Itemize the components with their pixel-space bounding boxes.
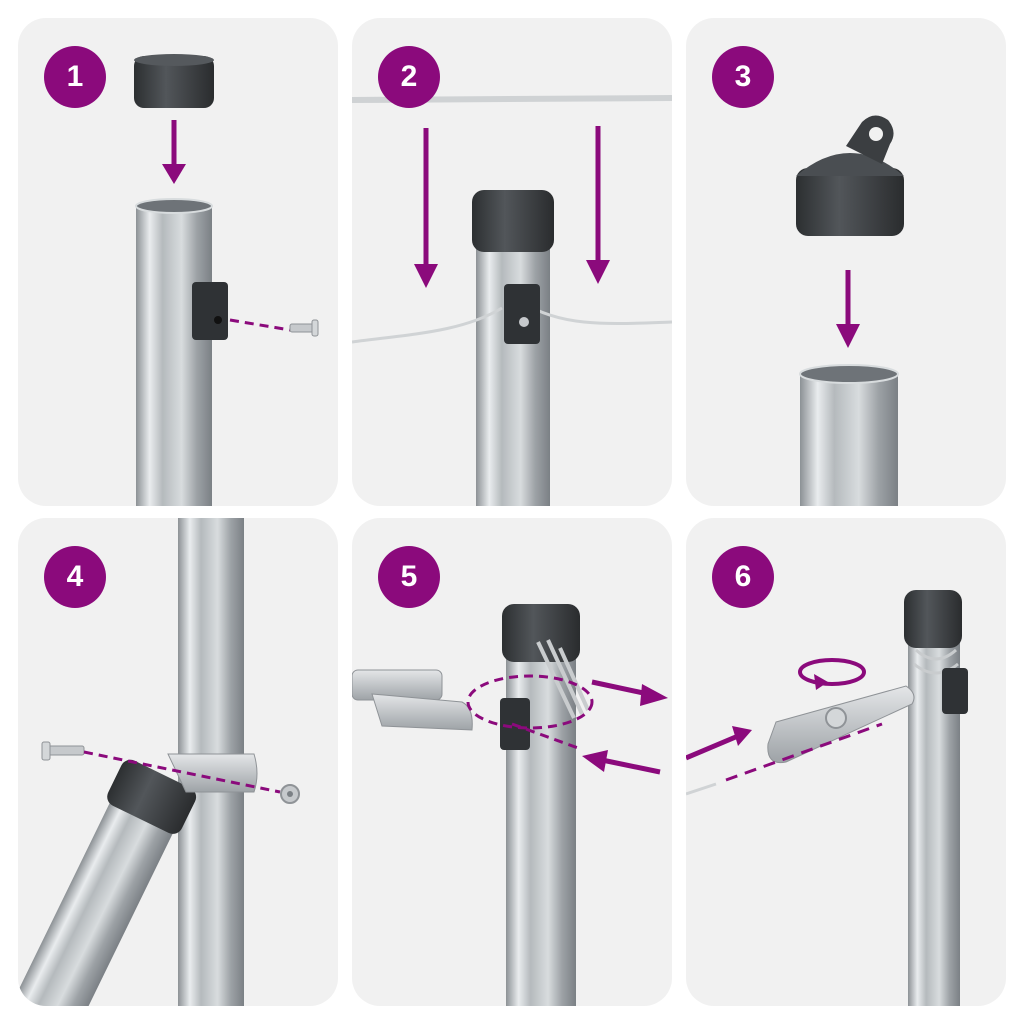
tensioner-bolt	[825, 707, 847, 729]
bolt-head	[41, 741, 51, 761]
clip-bracket	[504, 284, 540, 344]
dashed-guide	[83, 750, 281, 794]
arrow-head	[836, 324, 860, 348]
step-number-badge: 4	[44, 546, 106, 608]
step-number-badge: 1	[44, 46, 106, 108]
rotate-arrow-head	[814, 674, 828, 690]
pole	[476, 238, 550, 506]
dashed-loop	[466, 674, 594, 730]
arrow-back	[601, 757, 661, 775]
step-6-illustration	[686, 590, 968, 1006]
dashed-return	[511, 722, 579, 750]
eyelet-cap-body	[796, 168, 904, 236]
step-5-panel: 5	[352, 518, 672, 1006]
screw-head	[311, 319, 319, 337]
end-cap	[472, 190, 554, 252]
step-3-panel: 3	[686, 18, 1006, 506]
eyelet-hole	[869, 127, 883, 141]
step-2-panel: 2	[352, 18, 672, 506]
step-1-panel: 1	[18, 18, 338, 506]
pole-opening	[799, 364, 899, 384]
arrow-in	[686, 733, 739, 761]
arrow-back-head	[582, 750, 608, 772]
pole-opening	[135, 198, 213, 214]
clip-screw	[519, 317, 529, 327]
dashed-guide	[725, 722, 883, 782]
eyelet-tab	[846, 115, 894, 164]
dashed-guide	[229, 318, 291, 332]
brace-pole	[18, 759, 197, 1006]
eyelet-cap-dome	[796, 153, 904, 176]
bolt	[47, 745, 85, 756]
clip-hole	[214, 316, 222, 324]
arrow-in-head	[732, 726, 752, 746]
clip-bracket	[192, 282, 228, 340]
screw	[289, 323, 315, 333]
tensioner-bar	[352, 669, 443, 701]
tensioner-plate	[371, 693, 473, 731]
arrow-right-head	[586, 260, 610, 284]
clip-bracket	[942, 668, 968, 714]
step-number-badge: 6	[712, 546, 774, 608]
nut-hole	[287, 791, 293, 797]
step-6-panel: 6	[686, 518, 1006, 1006]
step-3-illustration	[796, 115, 904, 506]
step-1-illustration	[134, 54, 319, 506]
end-cap-top	[134, 54, 214, 66]
step-2-illustration	[352, 95, 672, 506]
spring-pin	[536, 639, 590, 719]
arrow-out-head	[640, 684, 668, 706]
spring-wire	[913, 648, 959, 675]
pole	[506, 638, 576, 1006]
step-number-badge: 3	[712, 46, 774, 108]
pole	[800, 374, 898, 506]
end-cap	[502, 604, 580, 662]
rotate-arrow	[798, 658, 866, 686]
step-4-panel: 4	[18, 518, 338, 1006]
step-number-badge: 2	[378, 46, 440, 108]
step-4-illustration	[18, 518, 300, 1006]
arrow-head	[162, 164, 186, 184]
arrow-left-head	[414, 264, 438, 288]
end-cap	[134, 56, 214, 108]
step-number-badge: 5	[378, 546, 440, 608]
end-cap	[904, 590, 962, 648]
arrow-out	[591, 679, 649, 697]
tension-wire	[686, 782, 717, 796]
step-5-illustration	[352, 604, 668, 1006]
pole	[136, 206, 212, 506]
